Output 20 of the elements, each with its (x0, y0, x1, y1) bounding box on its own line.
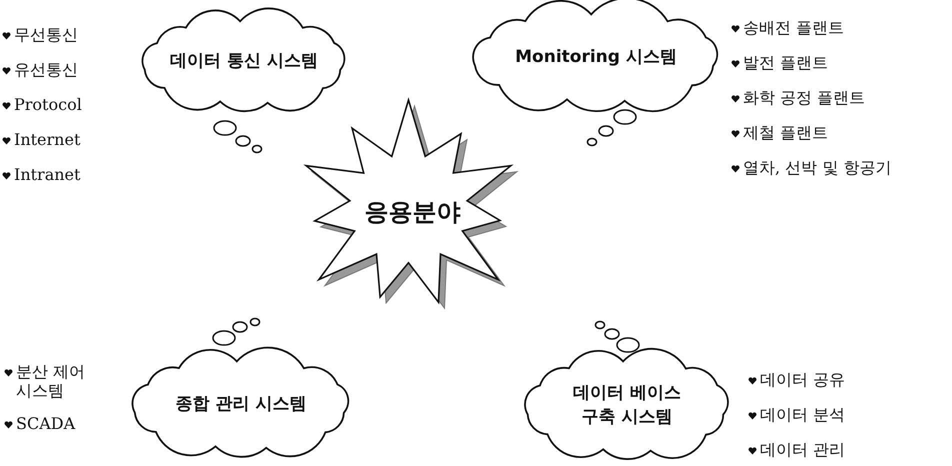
cloud-title: 종합 관리 시스템 (176, 392, 306, 416)
list-item: Protocol (14, 95, 82, 114)
cloud-title: 데이터 베이스 구축 시스템 (572, 382, 682, 429)
cloud-title: Monitoring 시스템 (515, 46, 677, 69)
center-title: 응용분야 (364, 196, 460, 228)
list-item: 발전 플랜트 (743, 53, 828, 72)
list-item: 무선통신 (14, 25, 78, 44)
list-item: SCADA (16, 414, 76, 434)
list-item: Intranet (14, 165, 80, 184)
list-item: 데이터 관리 (760, 440, 846, 460)
list-item: 분산 제어 시스템 (16, 362, 86, 400)
list-item: 유선통신 (14, 60, 78, 80)
list-item: 데이터 분석 (760, 405, 846, 424)
cloud-title: 데이터 통신 시스템 (170, 50, 318, 74)
list-item: 제철 플랜트 (743, 123, 828, 142)
list-item: 송배전 플랜트 (743, 18, 844, 38)
list-item: 데이터 공유 (760, 370, 846, 390)
list-item: 화학 공정 플랜트 (743, 88, 866, 108)
list-item: 열차, 선박 및 항공기 (743, 158, 892, 178)
list-item: Internet (14, 130, 80, 150)
